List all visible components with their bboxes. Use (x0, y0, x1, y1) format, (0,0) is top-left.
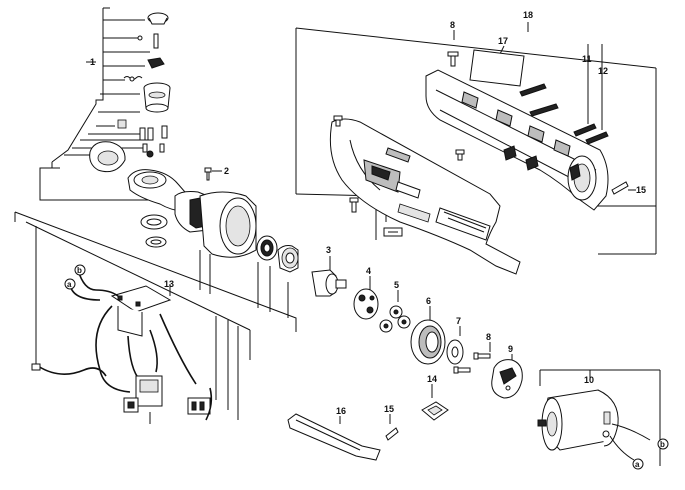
callout-8-mid: 8 (486, 332, 491, 342)
part-1-collar-ring (89, 141, 126, 173)
part-housing-screw-left (333, 115, 359, 213)
part-8-screw-top (447, 51, 459, 67)
part-5-planet-gears (379, 305, 411, 333)
part-1-knob (147, 12, 169, 25)
callout-9: 9 (508, 344, 513, 354)
part-10-motor (537, 389, 651, 461)
callout-16: 16 (336, 406, 346, 416)
part-6-ring-gear (410, 319, 446, 365)
callout-2: 2 (224, 166, 229, 176)
part-pinion-gear (277, 245, 299, 273)
wire-terminal-b-right (657, 438, 669, 450)
part-11-12-screws (519, 83, 609, 145)
callout-18: 18 (523, 10, 533, 20)
callout-1: 1 (90, 57, 95, 67)
wire-left-harness (31, 269, 119, 377)
part-13-switch-assembly (95, 285, 213, 424)
wire-label-a-right: a (635, 460, 640, 469)
part-4-planet-carrier (353, 288, 379, 320)
part-1-ball (137, 35, 143, 41)
part-15-pin-bottom (385, 427, 399, 441)
wire-terminal-b-left (74, 264, 86, 276)
part-housing-half-right (425, 69, 609, 211)
part-housing-tag (383, 227, 403, 237)
callout-5: 5 (394, 280, 399, 290)
wire-terminal-a-right (632, 458, 644, 470)
part-1-lever (147, 57, 165, 69)
part-housing-half-left (329, 118, 521, 275)
part-17-label (469, 49, 525, 87)
part-washers (140, 214, 168, 248)
callout-15-right: 15 (636, 185, 646, 195)
part-gear-case (127, 169, 257, 258)
wire-label-a-left: a (67, 280, 72, 289)
callout-12: 12 (598, 66, 608, 76)
part-8-screw-mid (453, 352, 491, 374)
callout-14: 14 (427, 374, 437, 384)
part-14-button (421, 401, 449, 421)
part-housing-screw-small (455, 149, 465, 161)
callout-13: 13 (164, 279, 174, 289)
part-1-ratchet-head (143, 82, 171, 113)
callout-8-top: 8 (450, 20, 455, 30)
part-bearing (256, 235, 278, 261)
part-1-spring (123, 76, 143, 82)
group-13-bracket (25, 221, 251, 420)
part-7-washer (446, 339, 464, 365)
callout-3: 3 (326, 245, 331, 255)
callout-6: 6 (426, 296, 431, 306)
wire-label-b-left: b (77, 266, 82, 275)
part-1-springs-set (117, 119, 168, 158)
group-10-bracket (539, 369, 661, 466)
callout-7: 7 (456, 316, 461, 326)
callout-11: 11 (582, 54, 592, 64)
callout-4: 4 (366, 266, 371, 276)
part-3-spindle (311, 269, 347, 297)
callout-17: 17 (498, 36, 508, 46)
wire-terminal-a-left (64, 278, 76, 290)
part-9-motor-plate (491, 359, 523, 399)
part-1-pin (153, 33, 159, 49)
part-15-pin-right (611, 181, 629, 195)
part-16-clip (287, 413, 381, 461)
wire-label-b-right: b (660, 440, 665, 449)
part-2-screw (204, 167, 212, 181)
callout-10: 10 (584, 375, 594, 385)
group-gearbox-bracket (14, 211, 297, 332)
callout-15-bottom: 15 (384, 404, 394, 414)
